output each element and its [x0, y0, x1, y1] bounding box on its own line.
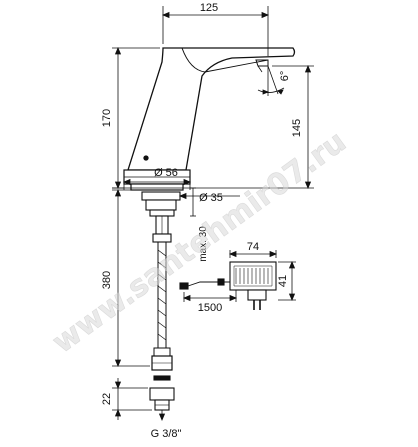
- supply-hose: [151, 242, 173, 371]
- dim-22: 22: [101, 393, 113, 405]
- power-supply: [179, 261, 277, 310]
- dim-74: 74: [247, 241, 259, 253]
- dim-max-30: max. 30: [198, 226, 209, 262]
- mounting-assembly: [141, 191, 181, 243]
- dim-380: 380: [101, 271, 113, 289]
- dimension-lines: [112, 6, 314, 422]
- dim-angle: 6°: [279, 71, 291, 82]
- dim-1500: 1500: [198, 302, 222, 314]
- dim-diameter-56: Ø 56: [154, 167, 178, 179]
- thread-label: G 3/8": [151, 428, 182, 440]
- dimension-labels: 125 6° 170 145 Ø 56 Ø 35 max. 30 380 74 …: [101, 2, 303, 440]
- watermark-text: www.santehmir07.ru: [46, 124, 353, 360]
- dim-diameter-35: Ø 35: [199, 192, 223, 204]
- dim-170: 170: [101, 109, 113, 127]
- dim-145: 145: [291, 119, 303, 137]
- dim-125: 125: [200, 2, 218, 14]
- faucet-body: [127, 47, 296, 171]
- connector-piece: [149, 375, 175, 411]
- dim-41: 41: [277, 275, 289, 287]
